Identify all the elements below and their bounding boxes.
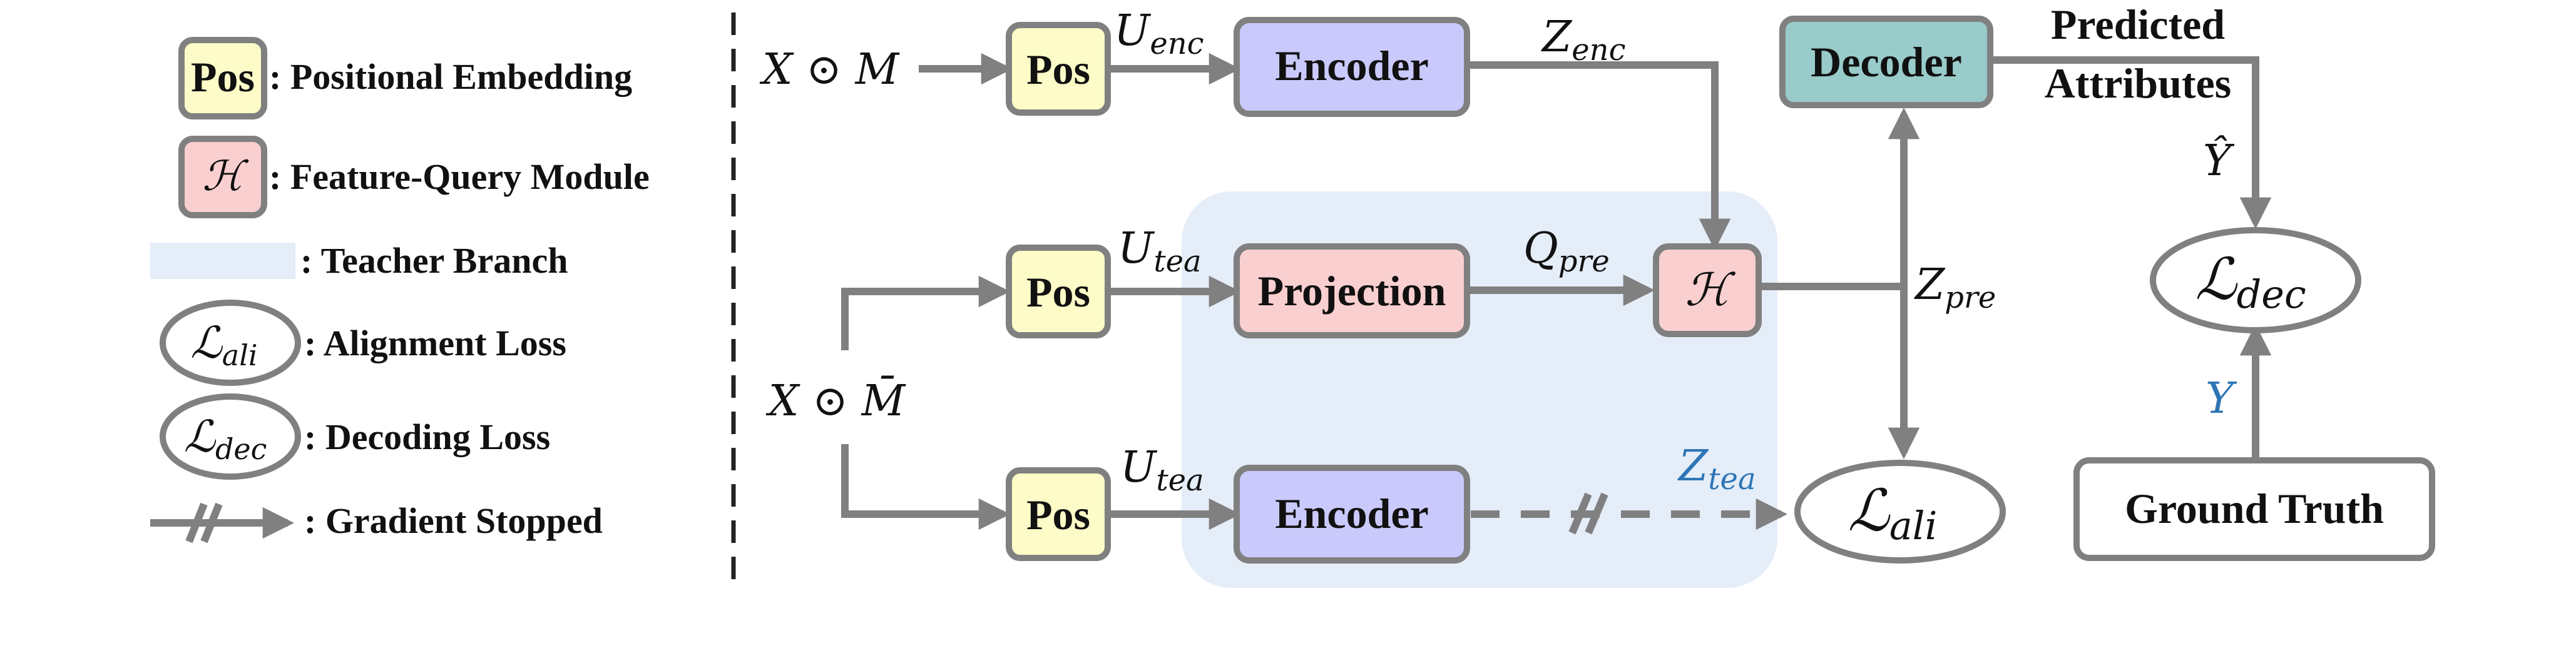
encoder-box-bottom: Encoder: [1234, 465, 1470, 564]
decoding-loss-node: ℒdec: [2150, 227, 2361, 333]
legend-h-box: [178, 136, 267, 218]
arrow-decoder-to-dec-loss: [1990, 56, 2272, 230]
label-u-enc: Uenc: [1114, 6, 1204, 61]
input-complement: X ⊙ M̄: [765, 377, 907, 426]
alignment-loss-node: ℒali: [1794, 460, 2006, 564]
legend-gradient-label: : Gradient Stopped: [304, 500, 603, 541]
label-y-hat: Ŷ: [2203, 136, 2235, 186]
legend-dec-label: : Decoding Loss: [304, 417, 550, 457]
connectors: [841, 53, 2272, 535]
input-masked: X ⊙ M: [759, 45, 901, 94]
label-q-pre: Qpre: [1523, 224, 1610, 279]
ground-truth-box: Ground Truth: [2073, 457, 2435, 561]
decoder-box-label: Decoder: [1811, 38, 1962, 86]
feature-query-box-label: ℋ: [1685, 263, 1735, 316]
encoder-box-top-label: Encoder: [1275, 42, 1429, 89]
pos-box-middle: Pos: [1006, 245, 1111, 338]
legend-gradient-stop-slash-1: [185, 502, 208, 544]
pos-box-middle-label: Pos: [1026, 268, 1090, 316]
legend-pos-box: [178, 37, 267, 119]
arrow-encoder-to-h: [1467, 61, 1731, 251]
legend-pos-label: : Positional Embedding: [269, 56, 632, 97]
arrow-complement-to-pos-bottom: [841, 444, 1011, 530]
pos-box-top: Pos: [1006, 22, 1111, 116]
gradient-stop-slash-2: [1585, 492, 1608, 535]
legend-pos-box-label: Pos: [191, 53, 255, 101]
encoder-box-top: Encoder: [1234, 17, 1470, 117]
legend-h-label: : Feature-Query Module: [269, 156, 650, 197]
pos-box-bottom: Pos: [1006, 467, 1111, 561]
legend-gradient-stop-slash-2: [200, 502, 223, 544]
predicted-attributes-line-2: Attributes: [2045, 59, 2231, 107]
label-z-tea: Ztea: [1677, 442, 1756, 497]
arrow-complement-to-pos-mid: [841, 275, 1011, 350]
label-u-tea-middle: Utea: [1118, 224, 1202, 279]
label-u-tea-bottom: Utea: [1120, 443, 1204, 498]
pos-box-bottom-label: Pos: [1026, 491, 1090, 539]
projection-box: Projection: [1234, 243, 1470, 338]
legend: Pos : Positional Embedding ℋ : Feature-Q…: [150, 37, 650, 544]
alignment-loss-label: ℒali: [1848, 477, 1938, 549]
legend-ali-ellipse: [160, 300, 301, 386]
ground-truth-box-label: Ground Truth: [2125, 485, 2384, 532]
label-y: Y: [2205, 374, 2237, 423]
decoder-box: Decoder: [1779, 16, 1993, 108]
projection-box-label: Projection: [1258, 267, 1446, 315]
predicted-attributes-line-1: Predicted: [2051, 1, 2225, 48]
legend-dec-symbol: ℒdec: [184, 411, 267, 466]
decoding-loss-label: ℒdec: [2195, 246, 2306, 317]
encoder-box-bottom-label: Encoder: [1275, 490, 1429, 537]
legend-ali-label: : Alignment Loss: [304, 323, 566, 363]
label-z-enc: Zenc: [1541, 13, 1625, 68]
legend-h-symbol: ℋ: [202, 152, 249, 200]
feature-query-box: ℋ: [1653, 243, 1762, 337]
legend-teacher-label: : Teacher Branch: [300, 240, 568, 281]
legend-teacher-swatch: [150, 243, 295, 279]
pos-box-top-label: Pos: [1026, 46, 1090, 93]
label-z-pre: Zpre: [1914, 260, 1996, 315]
gradient-stop-slash-1: [1568, 492, 1592, 535]
legend-ali-symbol: ℒali: [190, 317, 257, 372]
legend-dec-ellipse: [160, 393, 301, 480]
